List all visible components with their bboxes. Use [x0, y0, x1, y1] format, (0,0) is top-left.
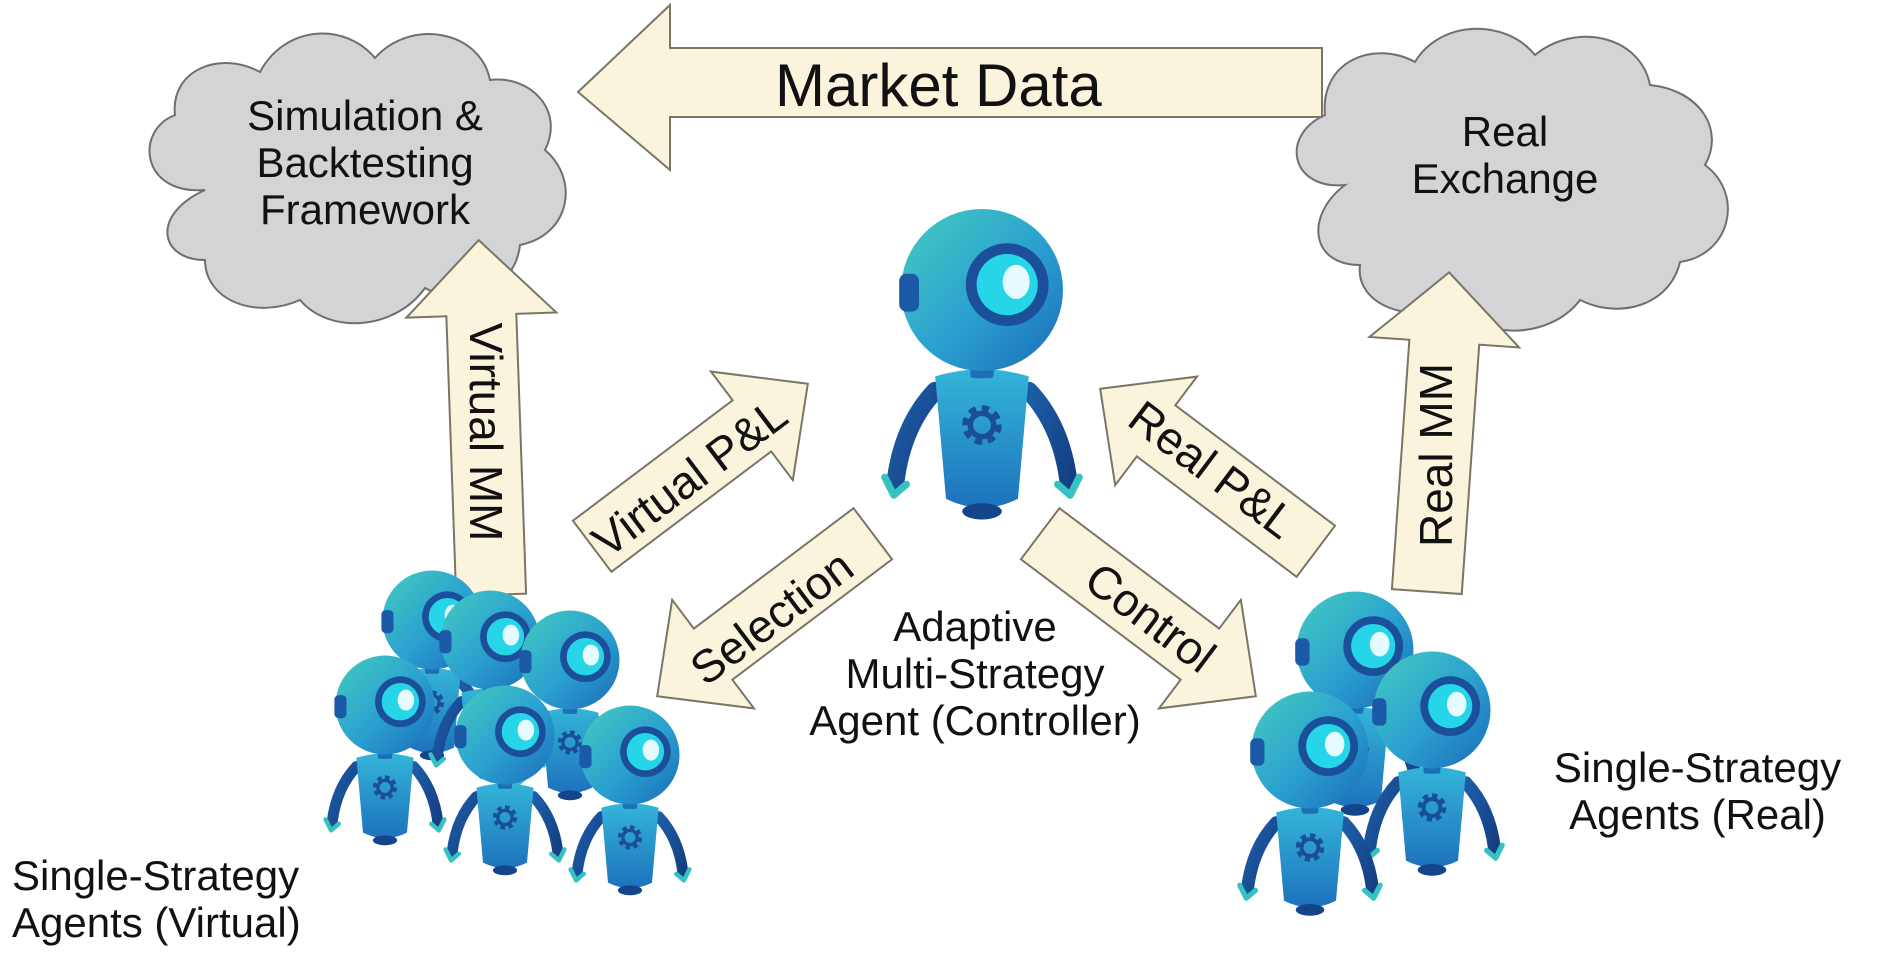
real-agents-label: Single-Strategy Agents (Real): [1553, 744, 1842, 839]
real-agents-group: [1240, 592, 1502, 916]
virtual-mm-label: Virtual MM: [459, 322, 512, 542]
virtual-agents-group: [326, 571, 690, 896]
market-data-arrow: [576, 2, 1323, 173]
simulation-cloud-label: Simulation & Backtesting Framework: [247, 92, 483, 234]
control-arrow: [1019, 506, 1257, 710]
virtual-robot-6: [571, 706, 690, 896]
real-mm-arrow: [1366, 271, 1522, 596]
selection-arrow: [656, 506, 894, 710]
virtual-robot-5: [446, 686, 565, 876]
real-pl-arrow: [1099, 375, 1337, 579]
exchange-cloud-label: Real Exchange: [1411, 108, 1599, 203]
controller-label: Adaptive Multi-Strategy Agent (Controlle…: [809, 603, 1141, 745]
virtual-pl-arrow: [571, 370, 809, 574]
controller-robot: [885, 209, 1079, 520]
virtual-mm-arrow: [404, 238, 559, 598]
simulation-cloud-shape: [148, 32, 567, 325]
virtual-agents-label: Single-Strategy Agents (Virtual): [12, 852, 301, 947]
market-data-label: Market Data: [775, 52, 1102, 119]
real-mm-label: Real MM: [1410, 362, 1463, 548]
